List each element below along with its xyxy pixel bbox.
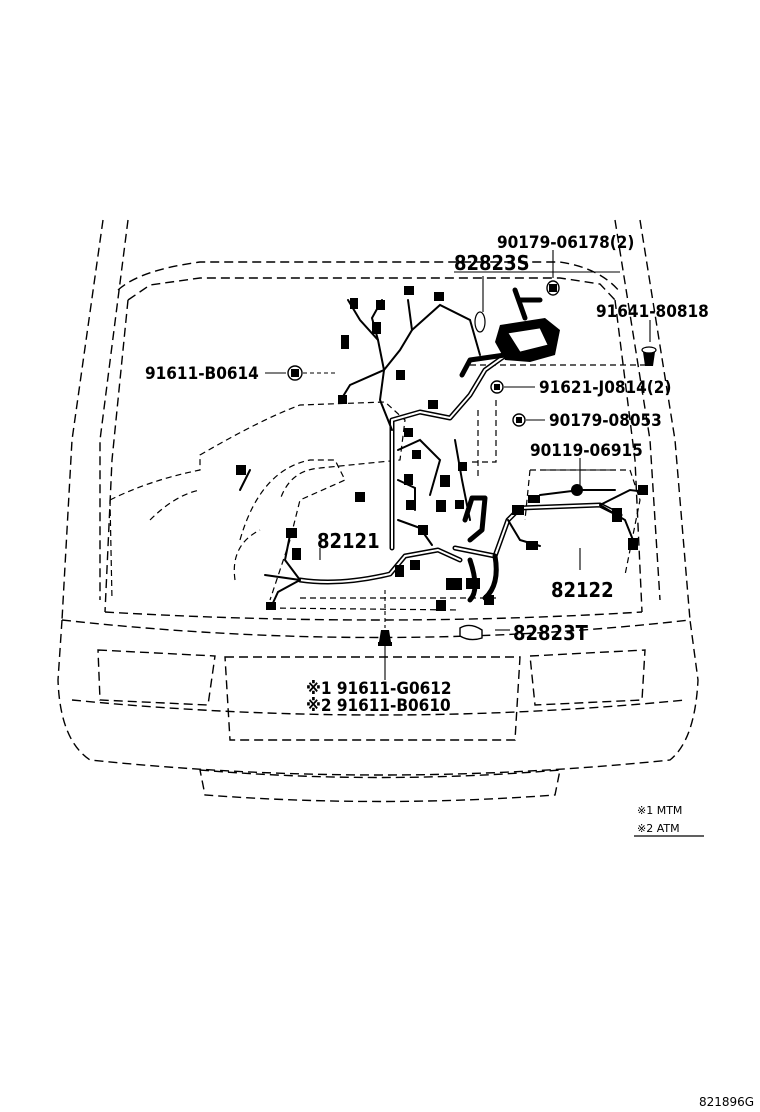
clip-91641-80818-icon	[641, 346, 657, 366]
leader-lines	[265, 250, 651, 680]
fasteners	[287, 280, 657, 646]
battery-cable	[459, 287, 560, 378]
label-91641-80818: 91641-80818	[596, 302, 709, 322]
legend: ※1 MTM ※2 ATM	[634, 804, 704, 837]
legend-note-mtm: ※1 MTM	[637, 804, 682, 817]
bolt-91611-G0612-icon	[378, 630, 392, 646]
reference-code: 821896G	[699, 1095, 754, 1109]
label-91621-J0814: 91621-J0814(2)	[539, 378, 671, 398]
label-82823S: 82823S	[454, 251, 530, 275]
label-91611-B0614: 91611-B0614	[145, 364, 259, 384]
connectors	[236, 286, 648, 611]
bolt-91611-B0614-icon	[287, 365, 303, 381]
label-91611-G0612: ※1 91611-G0612	[306, 679, 452, 699]
label-82823T: 82823T	[513, 621, 589, 645]
grommet-82823T-icon	[459, 624, 483, 641]
bolt-90179-06178-icon	[546, 280, 560, 296]
label-82121: 82121	[317, 529, 380, 553]
label-90179-08053: 90179-08053	[549, 411, 662, 431]
vehicle-outline	[57, 219, 699, 803]
nut-90179-08053-icon	[512, 413, 526, 427]
label-82122: 82122	[551, 578, 614, 602]
part-labels: 90179-06178(2) 82823S 91641-80818 91611-…	[145, 233, 709, 716]
legend-note-atm: ※2 ATM	[637, 822, 680, 835]
bolt-91621-J0814-icon	[490, 380, 504, 394]
label-90179-06178: 90179-06178(2)	[497, 233, 634, 253]
harness-82122	[452, 488, 646, 603]
label-90119-06915: 90119-06915	[530, 441, 643, 461]
label-91611-B0610: ※2 91611-B0610	[306, 696, 451, 716]
